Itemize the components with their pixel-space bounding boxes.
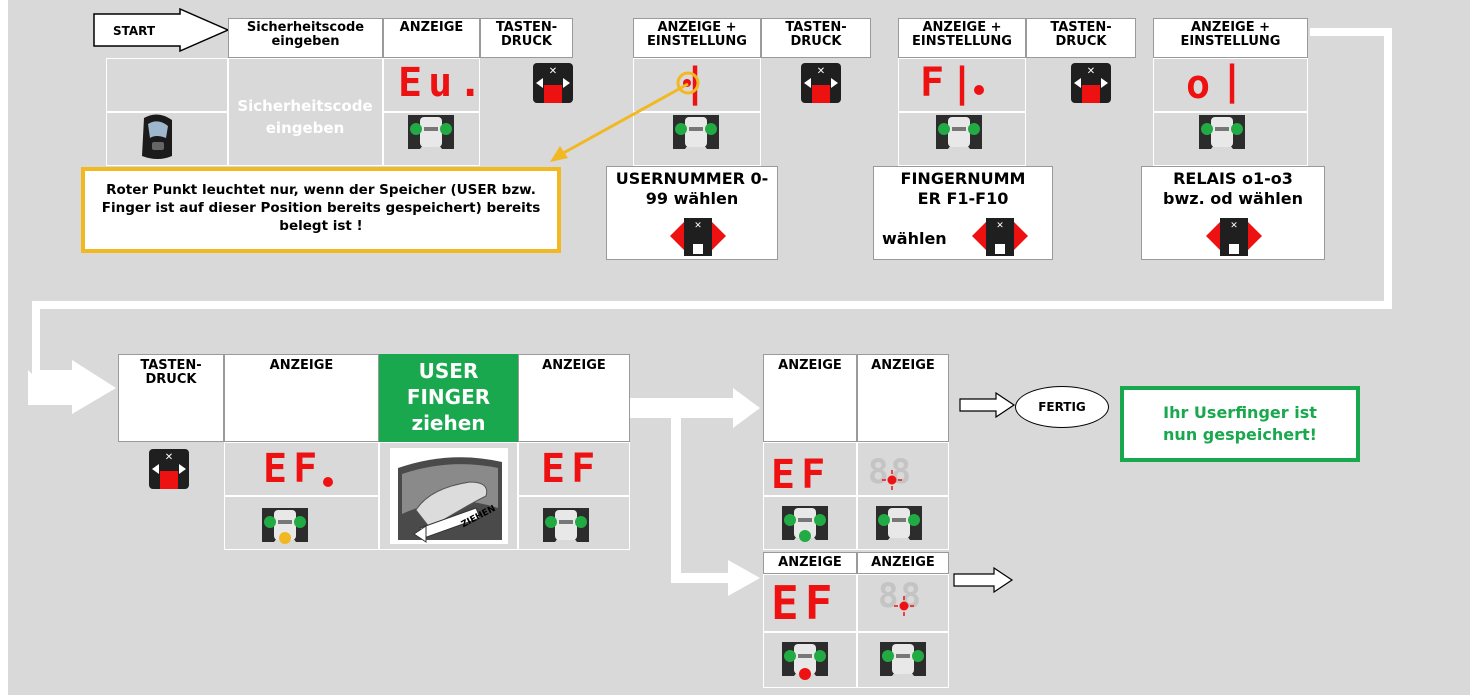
header-tastendruck-1: TASTEN-DRUCK (480, 18, 573, 58)
sensor-green-icon (876, 506, 922, 540)
sensor-yellow-icon (262, 508, 308, 544)
key-press-icon: ✕ (1071, 63, 1111, 103)
grid-cell (763, 442, 857, 496)
display-f1-digit: | (950, 60, 981, 106)
usernummer-label: USERNUMMER 0-99 wählen (606, 166, 778, 260)
grid-cell (518, 496, 630, 550)
sensor-green-icon (543, 508, 589, 542)
finger-swipe-icon (390, 448, 508, 544)
key-press-icon: ✕ (801, 63, 841, 103)
usernummer-text: USERNUMMER 0-99 wählen (615, 169, 769, 208)
display-ef-dot: EF (263, 446, 324, 492)
header-anzeige-bottom-2: ANZEIGE (518, 354, 630, 442)
sensor-green-icon (880, 642, 926, 676)
grid-cell (1153, 58, 1308, 112)
security-code-text: Sicherheitscode eingeben (237, 97, 373, 137)
sensor-green-icon (936, 115, 982, 149)
grid-cell (763, 496, 857, 550)
select-left-right-icon: ✕ (972, 218, 1028, 256)
header-user-finger: USER FINGER ziehen (379, 354, 518, 442)
sensor-green-icon (1199, 115, 1245, 149)
display-f1: F (920, 60, 951, 106)
grid-cell (857, 574, 949, 632)
relais-text: RELAIS o1-o3 bwz. od wählen (1163, 169, 1303, 208)
key-press-icon: ✕ (533, 63, 573, 103)
grid-cell (383, 112, 480, 166)
svg-text:✕: ✕ (996, 221, 1004, 231)
display-o1-digit: | (1220, 58, 1251, 104)
grid-cell (383, 58, 480, 112)
grid-cell (518, 442, 630, 496)
header-anzeige-bottom-4: ANZEIGE (857, 354, 949, 442)
sensor-green-icon (673, 115, 719, 149)
grid-cell (379, 442, 518, 550)
grid-cell (633, 112, 761, 166)
header-sicherheitscode: Sicherheitscode eingeben (228, 18, 383, 58)
svg-text:✕: ✕ (694, 221, 702, 231)
key-press-icon: ✕ (149, 449, 189, 489)
f1-dot-icon (974, 85, 984, 95)
header-anzeige-bottom-1: ANZEIGE (224, 354, 379, 442)
display-ef-fail: EF (771, 576, 839, 630)
grid-cell (763, 632, 857, 688)
fingernummer-label: FINGERNUMM ER F1-F10 wählen (873, 166, 1053, 260)
sensor-green-icon (408, 115, 454, 149)
display-ef-success: EF (771, 452, 832, 498)
svg-text:✕: ✕ (549, 66, 557, 77)
svg-text:✕: ✕ (1230, 221, 1238, 231)
grid-cell (898, 58, 1026, 112)
diagram-canvas: START Sicherheitscode eingeben ANZEIGE T… (8, 0, 1470, 695)
header-tastendruck-2: TASTEN-DRUCK (761, 18, 871, 58)
flow-connectors (28, 28, 1392, 596)
header-anzeige: ANZEIGE (383, 18, 480, 58)
pointer-arrow (550, 82, 689, 162)
grid-cell (1153, 112, 1308, 166)
grid-cell (228, 58, 383, 166)
display-o1: o (1186, 62, 1217, 108)
fingernummer-text-2: wählen (882, 229, 947, 248)
fertig-oval: FERTIG (1015, 386, 1109, 428)
select-left-right-icon: ✕ (1206, 218, 1262, 256)
header-anzeige-einstellung-2: ANZEIGE + EINSTELLUNG (898, 18, 1026, 58)
ef-dot-icon (323, 477, 333, 487)
header-anzeige-einstellung-3: ANZEIGE + EINSTELLUNG (1153, 18, 1308, 58)
success-message: Ihr Userfinger ist nun gespeichert! (1120, 386, 1360, 462)
display-blank-1: 88 (868, 452, 913, 492)
display-blank-2: 88 (878, 576, 923, 616)
grid-cell (857, 496, 949, 550)
header-anzeige-bottom-5: ANZEIGE (763, 552, 857, 574)
sensor-red-icon (782, 642, 828, 680)
fingernummer-text: FINGERNUMM ER F1-F10 (900, 169, 1026, 208)
grid-cell (763, 574, 857, 632)
sensor-green-center-icon (782, 506, 828, 542)
blink-dot-icon (894, 596, 914, 616)
header-tastendruck-bottom: TASTEN-DRUCK (118, 354, 224, 442)
grid-cell (857, 632, 949, 688)
start-arrow (93, 7, 230, 53)
grid-cell (106, 112, 228, 166)
header-anzeige-bottom-3: ANZEIGE (763, 354, 857, 442)
outline-arrow (953, 566, 1014, 594)
blink-dot-icon (882, 470, 902, 490)
header-tastendruck-3: TASTEN-DRUCK (1026, 18, 1136, 58)
select-left-right-icon: ✕ (670, 218, 726, 256)
note-red-dot: Roter Punkt leuchtet nur, wenn der Speic… (81, 167, 561, 253)
grid-cell (224, 442, 379, 496)
grid-cell (224, 496, 379, 550)
grid-cell (857, 442, 949, 496)
outline-arrow (959, 391, 1016, 419)
grid-cell (633, 58, 761, 112)
display-eu: Eu. (398, 60, 489, 106)
grid-cell (898, 112, 1026, 166)
svg-text:✕: ✕ (817, 66, 825, 77)
display-ef: EF (541, 446, 602, 492)
grid-cell (106, 58, 228, 112)
svg-text:✕: ✕ (165, 452, 173, 463)
start-label: START (113, 24, 156, 38)
header-anzeige-bottom-6: ANZEIGE (857, 552, 949, 574)
header-anzeige-einstellung-1: ANZEIGE + EINSTELLUNG (633, 18, 761, 58)
svg-text:✕: ✕ (1087, 66, 1095, 77)
scanner-device-icon (142, 114, 172, 159)
